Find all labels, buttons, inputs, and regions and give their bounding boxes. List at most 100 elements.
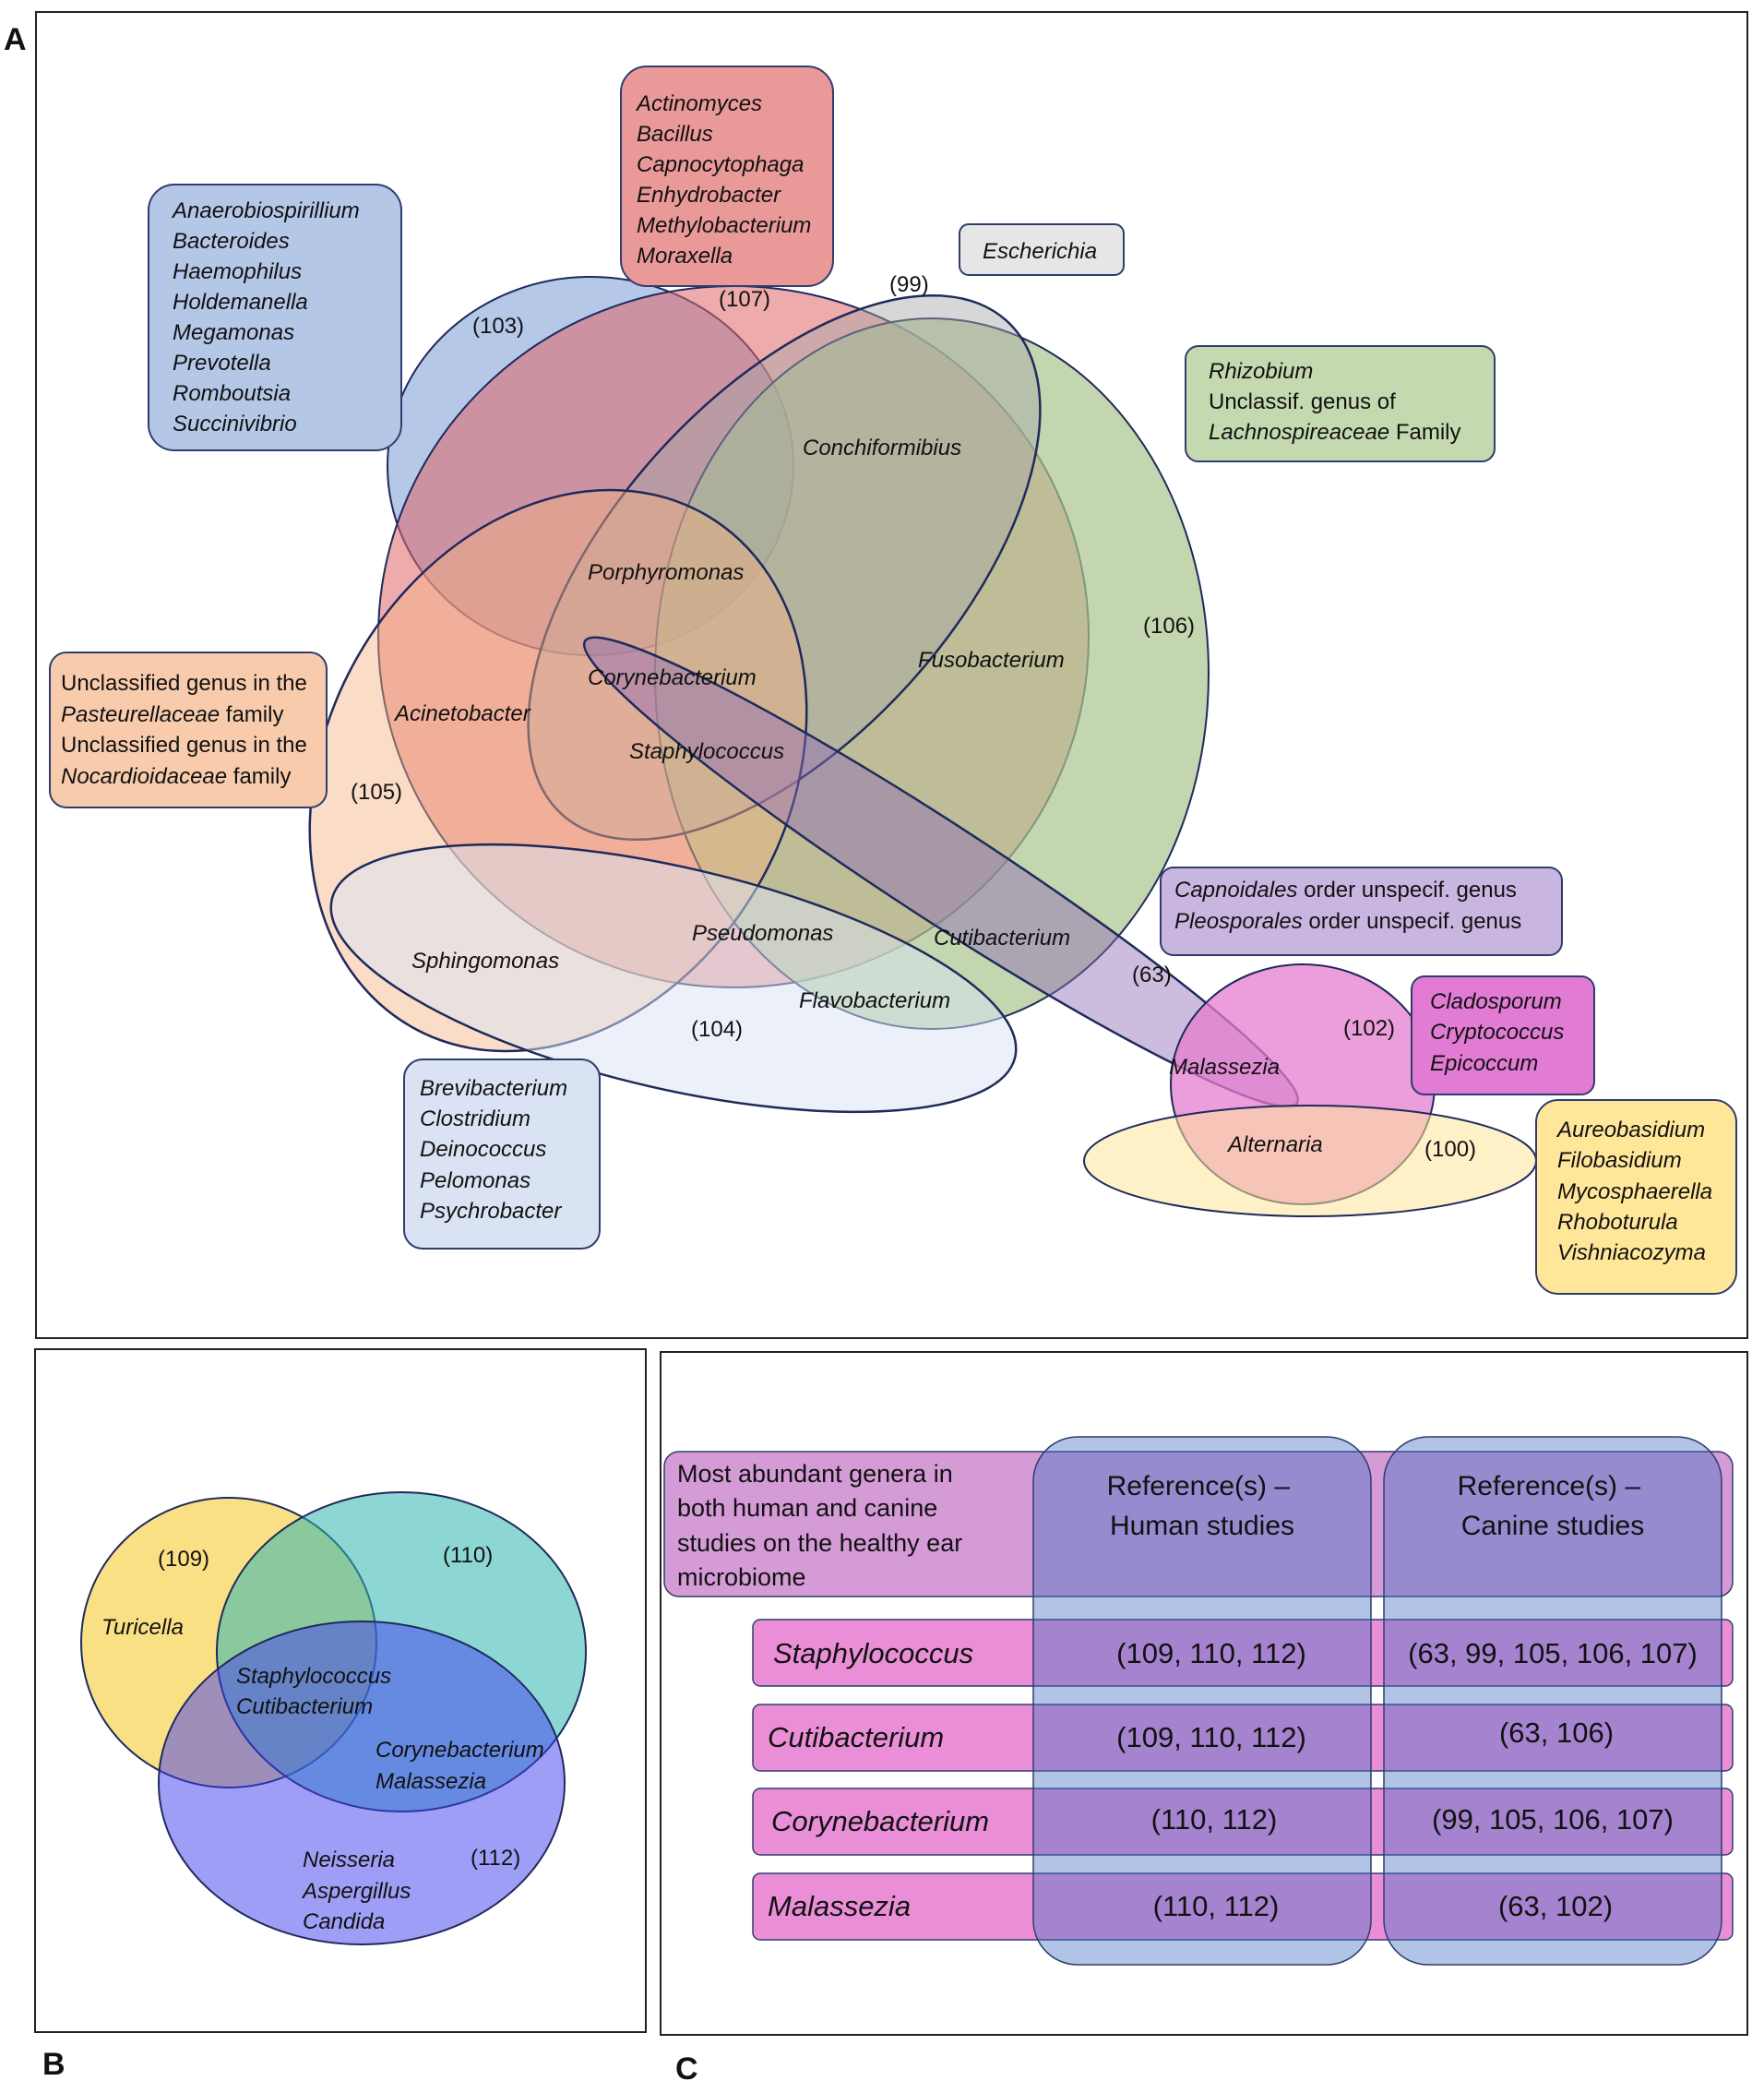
box-blue-item: Holdemanella <box>173 290 308 315</box>
box-red-bg <box>620 66 834 287</box>
box-red-item: Methylobacterium <box>637 213 811 238</box>
ref-63: (63) <box>1132 963 1172 987</box>
header-title-line: studies on the healthy ear <box>677 1529 962 1557</box>
genus-alternaria: Alternaria <box>1226 1132 1323 1157</box>
box-green-bg <box>1185 345 1496 462</box>
ref-102: (102) <box>1343 1016 1395 1041</box>
ref-107: (107) <box>719 287 770 312</box>
row-band-3 <box>752 1788 1734 1856</box>
box-blue-item: Prevotella <box>173 351 271 376</box>
row-genus: Staphylococcus <box>773 1637 973 1669</box>
box-lightblue-item: Deinococcus <box>420 1137 546 1162</box>
box-green: Rhizobium Unclassif. genus of Lachnospir… <box>1185 345 1496 462</box>
box-red-item: Bacillus <box>637 122 713 147</box>
row-genus: Cutibacterium <box>768 1721 944 1753</box>
box-orange-l2-rest: family <box>220 702 283 727</box>
box-orange: Unclassified genus in the Pasteurellacea… <box>49 652 328 808</box>
panel-b-labels: Turicella Staphylococcus Cutibacterium C… <box>101 1615 544 1934</box>
box-orange-l4-rest: family <box>227 764 291 789</box>
column-human <box>1032 1436 1372 1966</box>
genus-conchiformibius: Conchiformibius <box>803 436 961 460</box>
box-yellow-item: Vishniacozyma <box>1557 1240 1706 1265</box>
box-purple-text: Capnoidales order unspecif. genus Pleosp… <box>1174 878 1523 934</box>
panel-a-genera: Conchiformibius Porphyromonas Corynebact… <box>393 436 1323 1157</box>
box-lightblue: Brevibacterium Clostridium Deinococcus P… <box>403 1058 601 1250</box>
box-red-item: Moraxella <box>637 244 733 269</box>
box-magenta-item: Cladosporum <box>1430 989 1562 1014</box>
label-malassezia: Malassezia <box>375 1769 486 1794</box>
box-yellow-item: Mycosphaerella <box>1557 1179 1712 1204</box>
row-canine-refs: (63, 99, 105, 106, 107) <box>1408 1637 1698 1669</box>
ref-104: (104) <box>691 1017 743 1042</box>
label-candida: Candida <box>303 1909 385 1934</box>
header-title-line: microbiome <box>677 1563 806 1591</box>
genus-malassezia: Malassezia <box>1169 1055 1280 1080</box>
box-magenta: Cladosporum Cryptococcus Epicoccum <box>1411 975 1595 1095</box>
header-title-line: Most abundant genera in <box>677 1460 953 1488</box>
row-canine-refs: (63, 106) <box>1499 1716 1614 1749</box>
set-104 <box>329 843 1018 1114</box>
label-staphylococcus: Staphylococcus <box>236 1664 391 1689</box>
row-genus: Malassezia <box>768 1890 911 1922</box>
row-band-2 <box>752 1704 1734 1772</box>
genus-staphylococcus: Staphylococcus <box>629 739 784 764</box>
header-human: Reference(s) – Human studies <box>1107 1471 1298 1541</box>
box-green-text: Rhizobium Unclassif. genus of Lachnospir… <box>1209 359 1461 445</box>
box-yellow-text: Aureobasidium Filobasidium Mycosphaerell… <box>1555 1118 1719 1265</box>
ref-110: (110) <box>443 1543 493 1568</box>
genus-sphingomonas: Sphingomonas <box>411 949 559 974</box>
box-yellow-item: Filobasidium <box>1557 1148 1682 1173</box>
genus-flavobacterium: Flavobacterium <box>799 988 950 1013</box>
panel-b-letter: B <box>42 2047 66 2082</box>
label-neisseria: Neisseria <box>303 1848 395 1872</box>
column-canine <box>1383 1436 1722 1966</box>
panel-b: B (109) (110) (112) Turicella Staphyloco… <box>34 1348 647 2082</box>
box-blue-item: Megamonas <box>173 320 294 345</box>
row-band-4 <box>752 1872 1734 1941</box>
row-canine-refs: (99, 105, 106, 107) <box>1432 1803 1674 1836</box>
ref-100: (100) <box>1424 1137 1476 1162</box>
header-human-line: Human studies <box>1110 1511 1294 1541</box>
ref-109: (109) <box>158 1547 209 1572</box>
box-lightblue-item: Clostridium <box>420 1106 530 1131</box>
row-band-1 <box>752 1619 1734 1687</box>
row-canine-refs: (63, 102) <box>1498 1890 1613 1922</box>
ref-99: (99) <box>889 272 929 297</box>
genus-cutibacterium: Cutibacterium <box>934 926 1070 951</box>
box-blue-bg <box>148 184 402 451</box>
header-title: Most abundant genera in both human and c… <box>677 1460 970 1591</box>
box-red-item: Actinomyces <box>635 91 762 116</box>
box-grey-bg <box>959 223 1125 276</box>
panel-a-venn <box>308 276 1537 1217</box>
set-99 <box>527 293 1042 842</box>
box-green-l2: Unclassif. genus of <box>1209 389 1396 414</box>
box-yellow-bg <box>1535 1099 1737 1295</box>
table-rows: Staphylococcus (109, 110, 112) (63, 99, … <box>768 1637 1698 1922</box>
genus-corynebacterium: Corynebacterium <box>588 665 757 690</box>
set-112 <box>158 1621 566 1945</box>
box-blue-item: Haemophilus <box>173 259 302 284</box>
box-magenta-item: Epicoccum <box>1430 1051 1538 1076</box>
box-yellow-item: Rhoboturula <box>1557 1210 1678 1235</box>
box-purple-l1-italic: Capnoidales <box>1174 878 1297 903</box>
box-orange-l1: Unclassified genus in the <box>61 671 307 696</box>
ref-112: (112) <box>471 1846 520 1871</box>
row-human-refs: (110, 112) <box>1153 1890 1280 1922</box>
panel-a-letter: A <box>4 22 27 57</box>
box-magenta-text: Cladosporum Cryptococcus Epicoccum <box>1430 989 1570 1076</box>
header-human-line: Reference(s) – <box>1107 1471 1291 1501</box>
box-lightblue-item: Brevibacterium <box>420 1076 567 1101</box>
box-red-item: Capnocytophaga <box>637 152 804 177</box>
ref-105: (105) <box>351 780 402 805</box>
box-orange-l2-italic: Pasteurellaceae <box>61 702 220 727</box>
box-green-l3-rest: Family <box>1389 420 1460 445</box>
box-red-item: Enhydrobacter <box>637 183 781 208</box>
row-genus: Corynebacterium <box>771 1805 989 1837</box>
box-blue-item: Romboutsia <box>173 381 291 406</box>
header-band <box>663 1451 1734 1597</box>
panel-c-letter: C <box>675 2051 698 2087</box>
box-purple-l2-rest: order unspecif. genus <box>1303 909 1521 934</box>
row-human-refs: (110, 112) <box>1151 1803 1278 1836</box>
box-green-l1: Rhizobium <box>1209 359 1313 384</box>
